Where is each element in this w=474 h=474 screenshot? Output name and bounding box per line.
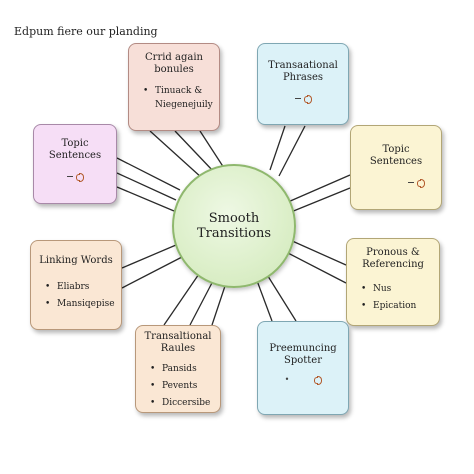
card-preemuncing-spotter: Preemuncing Spotter • [257,321,349,415]
card-title: Transaltional Raules [144,331,212,354]
bullet-icon: • [150,381,156,391]
bullet-icon: • [150,364,156,374]
card-list: •Eliabrs •Mansiqepise [37,279,115,313]
audio-indicator: • [284,375,323,385]
connector-line [211,282,227,326]
list-item: •Diccersibe [142,395,214,412]
list-item: •Nus [353,281,433,298]
connector-line [116,157,181,191]
connector-line [287,174,351,203]
card-title: Crrid again bonules [145,52,203,75]
bullet-icon [143,98,149,112]
connector-line [269,125,286,171]
dash-icon [295,98,301,99]
card-title: Transaational Phrases [268,60,338,83]
center-label: Smooth Transitions [196,211,272,241]
bullet-icon: • [45,299,51,309]
bullet-icon: • [143,86,149,96]
audio-indicator [295,95,312,104]
speaker-icon[interactable] [314,376,323,385]
connector-line [278,125,306,177]
card-title: Preemuncing Spotter [269,343,337,366]
audio-indicator [67,173,84,182]
card-pronous-referencing: Pronous & Referencing •Nus •Epication [346,238,440,326]
bullet-icon: • [361,301,367,311]
speaker-icon[interactable] [304,95,312,104]
bullet-icon: • [150,398,156,408]
card-list: •Nus •Epication [353,281,433,315]
connector-line [116,172,177,201]
speaker-icon[interactable] [417,179,425,188]
connector-line [199,130,225,169]
card-linking-words: Linking Words •Eliabrs •Mansiqepise [30,240,122,330]
list-item: •Epication [353,298,433,315]
connector-line [174,130,215,173]
page-title: Edpum fiere our planding [14,25,158,38]
card-crrid-again-bonules: Crrid again bonules •Tinuack & Niegeneju… [128,43,220,131]
connector-line [149,130,203,179]
connector-line [163,270,202,326]
list-item: •Eliabrs [37,279,115,296]
bullet-icon: • [45,282,51,292]
dash-icon [67,176,73,177]
audio-indicator [408,179,425,188]
list-item: •Pansids [142,361,214,378]
bullet-icon: • [361,284,367,294]
list-item: •Tinuack & [143,86,203,96]
card-transaational-phrases: Transaational Phrases [257,43,349,125]
center-node: Smooth Transitions [172,164,296,288]
card-transaltional-raules: Transaltional Raules •Pansids •Pevents •… [135,325,221,413]
list-item: Niegenejuily [135,98,213,112]
speaker-icon[interactable] [76,173,84,182]
connector-line [265,272,297,322]
card-topic-sentences-left: Topic Sentences [33,124,117,204]
bullet-icon: • [284,375,290,384]
card-title: Pronous & Referencing [362,247,424,270]
connector-line [189,278,215,326]
card-title: Linking Words [39,255,113,266]
connector-line [285,251,347,284]
connector-line [116,186,175,212]
connector-line [289,239,347,266]
connector-line [121,256,183,289]
card-topic-sentences-right: Topic Sentences [350,125,442,210]
dash-icon [408,182,414,183]
card-list: •Tinuack & Niegenejuily [135,84,213,112]
list-item: •Mansiqepise [37,296,115,313]
connector-line [121,244,177,269]
card-title: Topic Sentences [369,144,423,167]
list-item: •Pevents [142,378,214,395]
connector-line [255,277,273,322]
card-list: •Pansids •Pevents •Diccersibe [142,361,214,412]
connector-line [290,187,351,213]
card-title: Topic Sentences [48,138,102,161]
